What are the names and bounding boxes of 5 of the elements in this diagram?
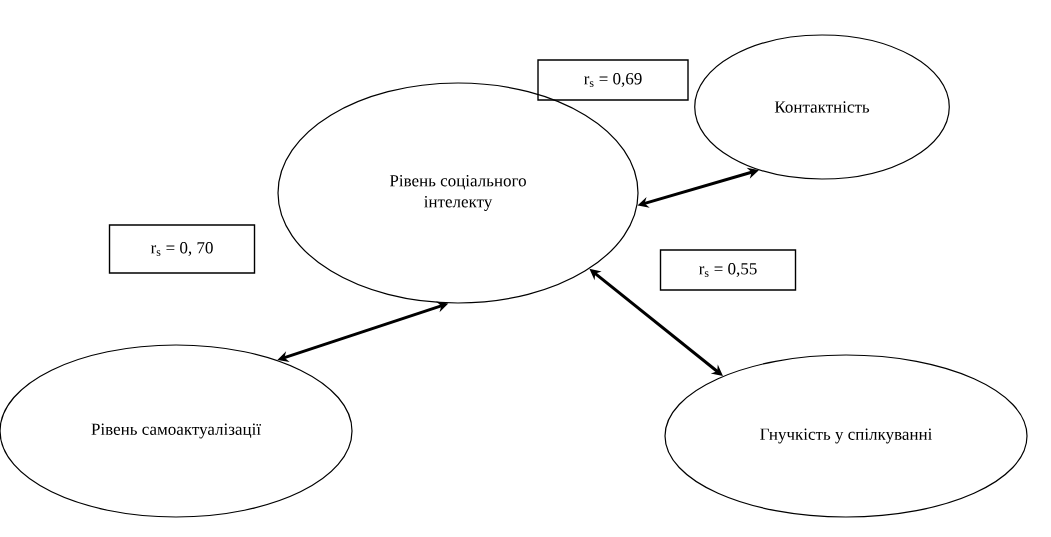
coefficient-box: r$_{s}$ = 0,69 [537,59,689,101]
ellipse-node: Гнучкість у спілкуванні [664,354,1028,518]
coefficient-box: r$_{s}$ = 0, 70 [108,224,256,274]
ellipse-node: Контактність [694,34,950,180]
coefficient-box: r$_{s}$ = 0,55 [659,249,797,291]
